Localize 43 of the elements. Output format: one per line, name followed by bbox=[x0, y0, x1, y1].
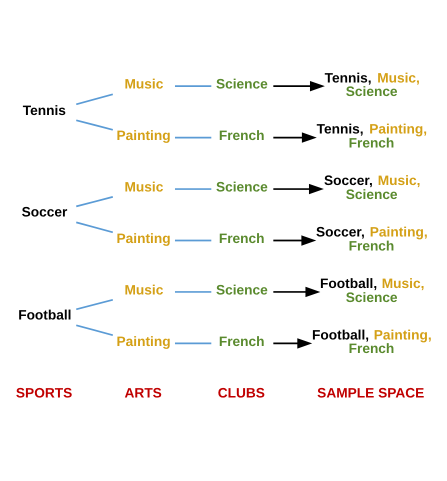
node-text: Painting bbox=[116, 128, 170, 144]
node-text: Science bbox=[215, 76, 268, 92]
node-text: French bbox=[218, 334, 264, 349]
connector bbox=[174, 240, 211, 242]
node-text: Tennis, Painting, French bbox=[316, 122, 427, 150]
label: ARTS bbox=[124, 385, 162, 400]
node-text: Football, Music, Science bbox=[320, 276, 424, 305]
connector bbox=[174, 188, 211, 190]
node-text: Music bbox=[124, 282, 163, 298]
connector bbox=[76, 324, 113, 336]
node-text: Painting bbox=[116, 230, 170, 246]
node-text: Tennis bbox=[22, 102, 66, 118]
node-text: Soccer, Painting, French bbox=[316, 224, 428, 254]
connector bbox=[76, 298, 113, 310]
node-text: French bbox=[218, 128, 264, 144]
arrow bbox=[272, 286, 320, 298]
node-text: Music bbox=[124, 179, 163, 194]
arrow bbox=[272, 235, 316, 246]
connector bbox=[174, 342, 211, 344]
node-text: Science bbox=[215, 179, 268, 194]
label: SAMPLE SPACE bbox=[316, 385, 424, 400]
connector bbox=[174, 85, 211, 88]
connector bbox=[76, 94, 113, 106]
node-text: Soccer, Music, Science bbox=[324, 173, 420, 202]
arrow bbox=[272, 80, 324, 92]
node-text: Soccer bbox=[21, 204, 67, 220]
node-text: Football, Painting, French bbox=[312, 328, 432, 356]
connector bbox=[76, 119, 113, 131]
connector bbox=[174, 291, 211, 293]
label: CLUBS bbox=[217, 385, 264, 400]
arrow bbox=[272, 184, 324, 194]
node-text: French bbox=[218, 230, 264, 246]
connector bbox=[174, 136, 211, 138]
label: SPORTS bbox=[15, 385, 72, 400]
connector bbox=[76, 222, 113, 234]
arrow bbox=[272, 132, 316, 143]
node-text: Tennis, Music, Science bbox=[324, 70, 420, 99]
arrow bbox=[272, 338, 312, 349]
node-text: Music bbox=[124, 76, 163, 92]
node-text: Football bbox=[18, 308, 71, 323]
node-text: Painting bbox=[116, 334, 170, 349]
connector bbox=[76, 196, 113, 208]
node-text: Science bbox=[215, 282, 268, 298]
